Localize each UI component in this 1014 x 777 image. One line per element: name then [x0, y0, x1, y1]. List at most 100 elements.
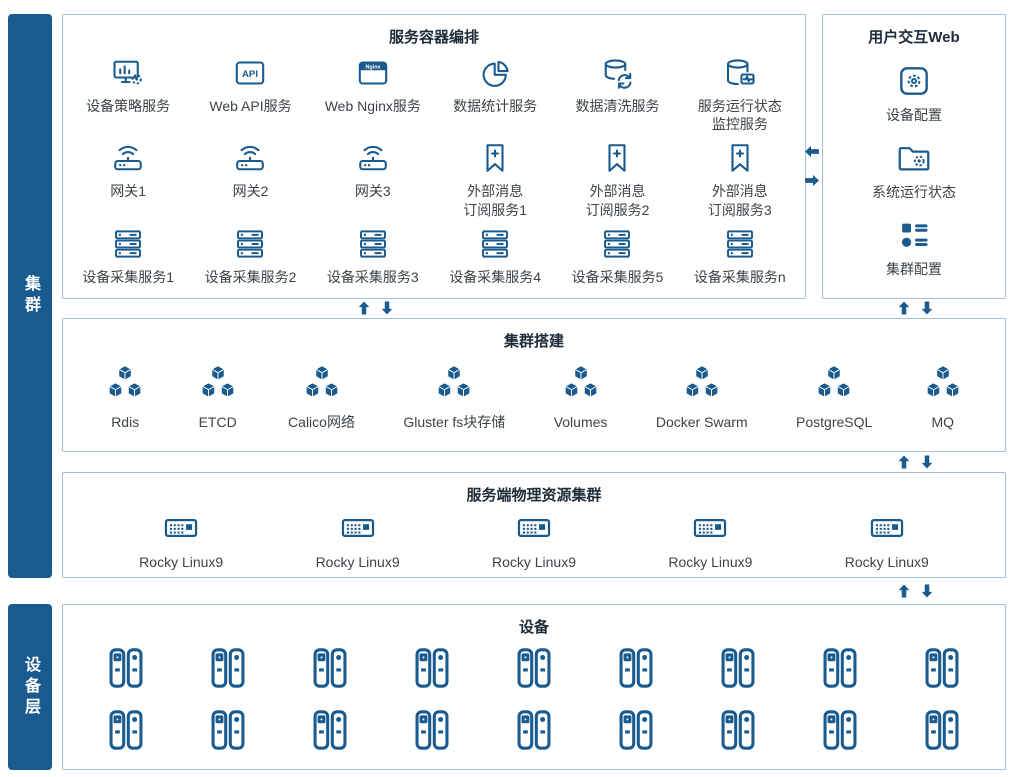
device-node	[919, 705, 965, 755]
device-node	[715, 643, 761, 693]
service-label: 设备采集服务n	[693, 269, 786, 286]
service-icon	[722, 226, 758, 262]
device-icon	[613, 643, 659, 693]
user-web-items: 设备配置 系统运行状态 集群配置	[823, 55, 1005, 286]
device-node	[613, 705, 659, 755]
service-label: 网关3	[354, 183, 391, 200]
sidebar-device-layer: 设备层	[8, 604, 52, 770]
arrow-up-icon	[356, 299, 372, 317]
service-label: 外部消息 订阅服务3	[707, 183, 772, 218]
cluster-component-label: ETCD	[198, 414, 237, 430]
orchestration-items: 设备策略服务 Web API服务 Web Nginx服务 数据统计服务 数据清洗…	[67, 51, 801, 290]
device-node	[103, 643, 149, 693]
device-node	[205, 643, 251, 693]
device-items	[75, 637, 993, 761]
service-label: 网关1	[110, 183, 147, 200]
user-web-node: 系统运行状态	[872, 139, 956, 201]
service-node: 设备采集服务2	[204, 226, 297, 286]
device-icon	[307, 643, 353, 693]
service-node: 服务运行状态 监控服务	[698, 55, 782, 133]
user-web-icon	[895, 139, 933, 177]
cluster-setup-items: Rdis ETCD Calico网络 Gluster fs块存储 Volumes	[79, 363, 989, 441]
service-label: 服务运行状态 监控服务	[697, 97, 782, 132]
cluster-component-node: PostgreSQL	[796, 363, 872, 431]
arrow-down-icon	[919, 582, 935, 600]
service-icon	[355, 55, 391, 91]
cluster-component-label: Rdis	[111, 414, 140, 430]
service-label: 设备策略服务	[86, 97, 171, 114]
sidebar-cluster-label: 集群	[22, 275, 39, 317]
user-web-icon	[895, 216, 933, 254]
service-node: 外部消息 订阅服务1	[463, 140, 527, 218]
section-orchestration: 服务容器编排 设备策略服务 Web API服务 Web Nginx服务 数据统计…	[62, 14, 806, 299]
service-icon	[477, 140, 513, 176]
section-cluster-setup-title: 集群搭建	[503, 333, 564, 350]
service-label: 网关2	[232, 183, 269, 200]
device-icon	[919, 705, 965, 755]
service-label: 设备采集服务1	[82, 269, 175, 286]
arrow-up-icon	[896, 453, 912, 471]
service-icon	[477, 226, 513, 262]
device-node	[919, 643, 965, 693]
service-icon	[110, 226, 146, 262]
device-node	[511, 643, 557, 693]
service-icon	[110, 55, 146, 91]
section-cluster-setup: 集群搭建 Rdis ETCD Calico网络 Gluster fs块存储	[62, 318, 1006, 452]
device-icon	[409, 705, 455, 755]
cluster-component-label: MQ	[931, 414, 955, 430]
service-node: 设备采集服务5	[571, 226, 664, 286]
arrows-cluster-physical	[896, 453, 935, 471]
device-icon	[817, 643, 863, 693]
service-node: 数据清洗服务	[575, 55, 659, 133]
service-label: Web API服务	[209, 97, 292, 114]
section-physical-cluster-title: 服务端物理资源集群	[466, 487, 602, 504]
service-icon	[232, 226, 268, 262]
device-icon	[205, 643, 251, 693]
user-web-node: 集群配置	[886, 216, 942, 278]
service-node: 设备策略服务	[86, 55, 170, 133]
device-icon	[103, 643, 149, 693]
device-node	[307, 705, 353, 755]
cubes-icon	[680, 363, 724, 407]
service-icon	[599, 55, 635, 91]
device-node	[409, 705, 455, 755]
sidebar-cluster: 集群	[8, 14, 52, 578]
arrow-left-icon	[799, 143, 825, 160]
service-label: 设备采集服务3	[326, 269, 419, 286]
service-node: 网关3	[355, 140, 391, 218]
service-label: 数据清洗服务	[575, 97, 660, 114]
device-node	[613, 643, 659, 693]
service-label: 设备采集服务2	[204, 269, 297, 286]
cubes-icon	[300, 363, 344, 407]
device-icon	[817, 705, 863, 755]
service-node: 网关1	[110, 140, 146, 218]
section-orchestration-title: 服务容器编排	[388, 29, 479, 46]
section-user-web: 用户交互Web 设备配置 系统运行状态 集群配置	[822, 14, 1006, 299]
service-icon	[110, 140, 146, 176]
cluster-component-label: Calico网络	[288, 414, 355, 430]
arrows-web-cluster	[896, 299, 935, 317]
cluster-component-node: Calico网络	[288, 363, 355, 431]
device-icon	[511, 643, 557, 693]
service-node: 设备采集服务3	[327, 226, 419, 286]
cluster-component-node: ETCD	[196, 363, 240, 431]
device-node	[205, 705, 251, 755]
service-icon	[722, 140, 758, 176]
cluster-component-node: MQ	[921, 363, 965, 431]
user-web-label: 系统运行状态	[872, 184, 956, 201]
service-node: 设备采集服务4	[449, 226, 541, 286]
device-node	[307, 643, 353, 693]
host-node: Rocky Linux9	[139, 509, 223, 571]
cluster-component-label: PostgreSQL	[796, 414, 873, 430]
host-node: Rocky Linux9	[668, 509, 752, 571]
service-label: 设备采集服务4	[449, 269, 542, 286]
service-node: 设备采集服务n	[694, 226, 786, 286]
service-label: 设备采集服务5	[571, 269, 664, 286]
service-label: 外部消息 订阅服务1	[463, 183, 528, 218]
host-icon	[157, 509, 205, 547]
host-label: Rocky Linux9	[491, 554, 576, 570]
section-devices-title: 设备	[518, 619, 549, 636]
arrow-down-icon	[919, 453, 935, 471]
device-icon	[715, 643, 761, 693]
service-icon	[232, 55, 268, 91]
